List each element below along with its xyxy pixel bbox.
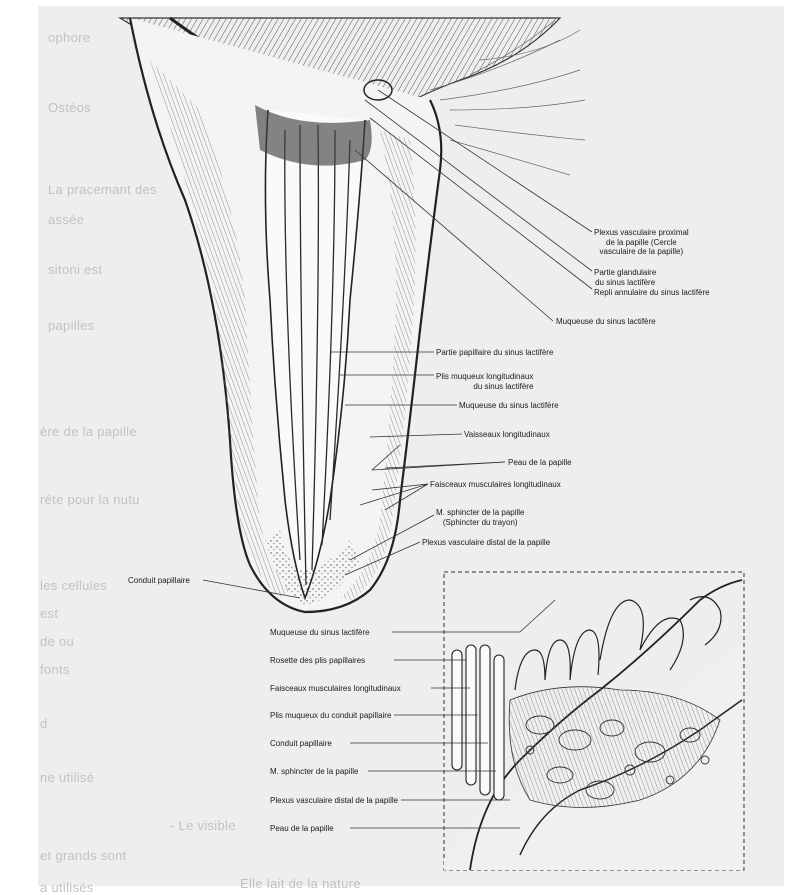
label-peau-papille-2: Peau de la papille	[270, 824, 334, 834]
label-muqueuse-sinus-2: Muqueuse du sinus lactifère	[459, 401, 559, 411]
label-plexus-vasculaire-proximal: Plexus vasculaire proximal de la papille…	[594, 228, 689, 257]
label-m-sphincter-2: M. sphincter de la papille	[270, 767, 359, 777]
label-rosette-plis: Rosette des plis papillaires	[270, 656, 365, 666]
label-plis-muqueux-conduit: Plis muqueux du conduit papillaire	[270, 711, 391, 721]
label-partie-papillaire: Partie papillaire du sinus lactifère	[436, 348, 553, 358]
label-muqueuse-sinus-3: Muqueuse du sinus lactifère	[270, 628, 370, 638]
label-conduit-papillaire-2: Conduit papillaire	[270, 739, 332, 749]
label-muqueuse-sinus-1: Muqueuse du sinus lactifère	[556, 317, 656, 327]
label-vaisseaux-longitudinaux: Vaisseaux longitudinaux	[464, 430, 550, 440]
label-faisceaux-musculaires-2: Faisceaux musculaires longitudinaux	[270, 684, 401, 694]
label-peau-papille-1: Peau de la papille	[508, 458, 572, 468]
inset-rosette	[452, 645, 504, 800]
label-plis-muqueux-sinus: Plis muqueux longitudinaux du sinus lact…	[436, 372, 533, 391]
label-plexus-vasculaire-distal-1: Plexus vasculaire distal de la papille	[422, 538, 550, 548]
label-m-sphincter-1: M. sphincter de la papille (Sphincter du…	[436, 508, 525, 527]
label-faisceaux-musculaires-1: Faisceaux musculaires longitudinaux	[430, 480, 561, 490]
label-plexus-vasculaire-distal-2: Plexus vasculaire distal de la papille	[270, 796, 398, 806]
label-repli-annulaire: Repli annulaire du sinus lactifère	[594, 288, 710, 298]
label-conduit-papillaire-1: Conduit papillaire	[128, 576, 190, 586]
label-partie-glandulaire: Partie glandulaire du sinus lactifère	[594, 268, 656, 287]
inset-detail	[350, 572, 744, 870]
